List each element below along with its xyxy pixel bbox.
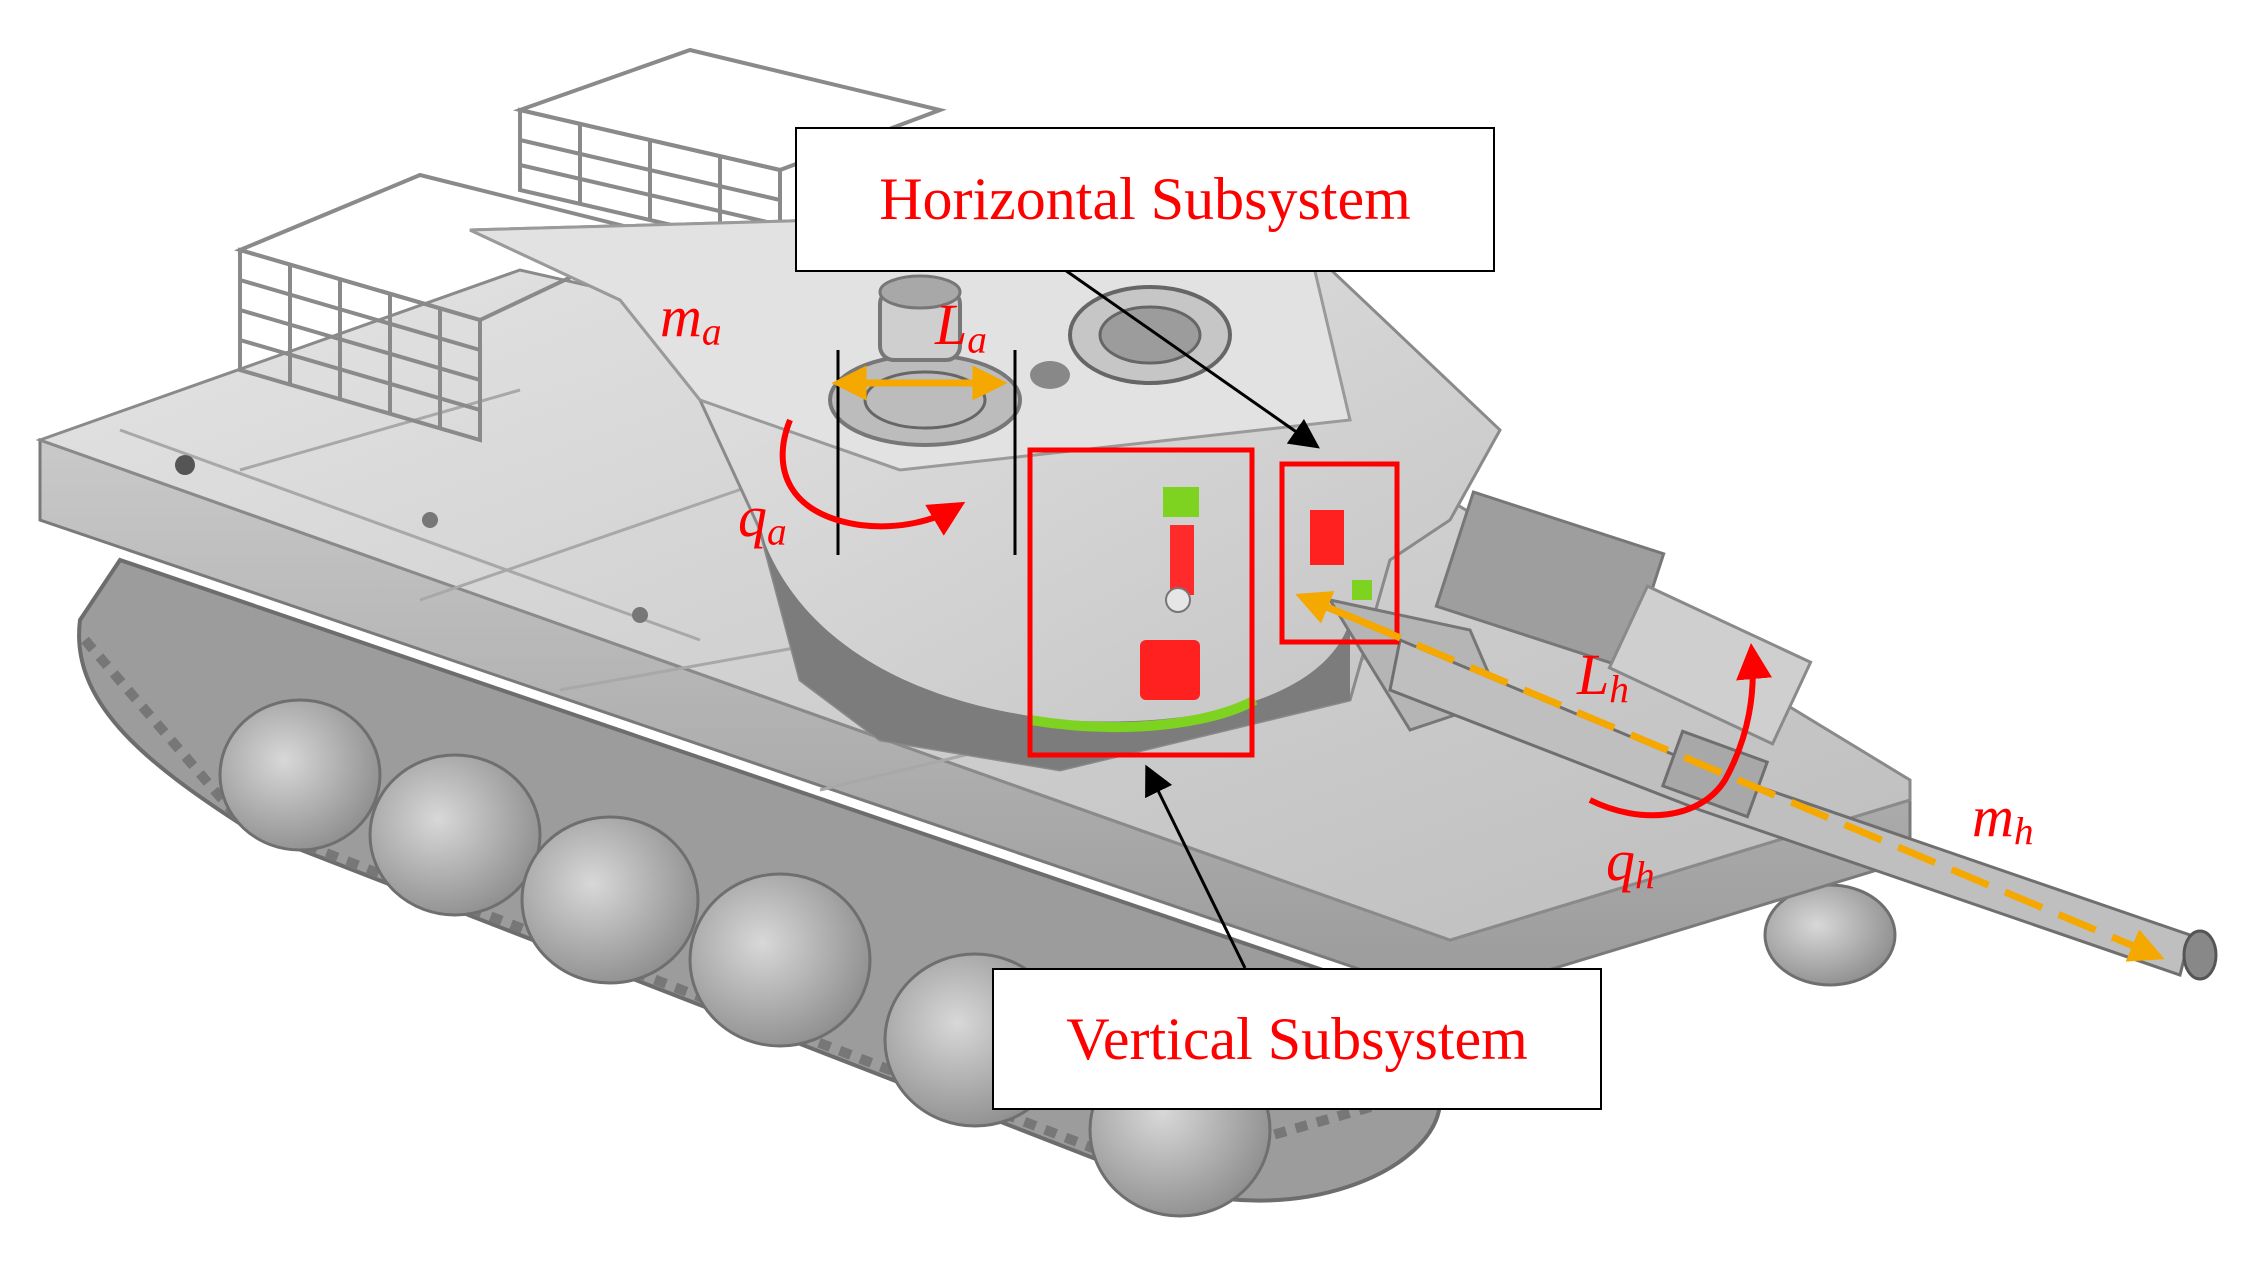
vertical-leader-line [1145,764,1247,969]
front-plate [1607,584,1813,746]
turret-ring-shadow [760,530,1350,770]
rack-upper-top [512,47,947,173]
lh-axis-head [1295,591,1392,637]
road-wheel [218,698,382,852]
horizontal-subsystem-label: Horizontal Subsystem [879,166,1411,232]
vertical-subsystem-box [1027,447,1255,758]
vertical-subsystem-callout: Vertical Subsystem [992,968,1602,1110]
elevation-gear [1165,587,1191,613]
vertical-subsystem-label: Vertical Subsystem [1066,1005,1528,1072]
rack-rear [238,247,482,443]
drive-sprocket [1763,883,1897,987]
cupola-top [878,274,962,310]
commander-hatch [828,353,1022,447]
horizontal-subsystem-callout: Horizontal Subsystem [795,127,1495,272]
horizontal-actuator [1310,510,1344,565]
horizontal-actuator-link [1352,580,1372,600]
traverse-ring-highlight [1029,695,1258,733]
elevation-gearbox [1170,525,1194,595]
qh-rotation-arrow [1588,643,1772,819]
horizontal-subsystem-box [1279,461,1400,645]
elevation-motor-top [1163,487,1199,517]
deck-bolt [175,455,195,475]
symbol-q-h: qh [1606,828,1655,898]
road-wheel [368,753,542,917]
symbol-l-h: Lh [1577,642,1629,712]
muzzle [2182,929,2218,981]
symbol-m-h: mh [1972,784,2034,854]
track-belt-teeth [81,636,1432,1176]
traverse-motor [1140,640,1200,700]
deck-bolt [422,512,438,528]
lh-axis-dashed [1308,596,2165,962]
symbol-m-a: ma [660,284,722,354]
deck-bolt [632,607,648,623]
symbol-q-a: qa [738,484,787,554]
periscope [1030,361,1070,389]
horizontal-leader-line [1064,268,1320,449]
road-wheel [520,815,700,985]
road-wheel [688,872,872,1048]
loader-hatch-inner [1098,305,1202,365]
highlighted-components [1029,487,1372,733]
symbol-l-a: La [935,292,987,362]
qa-rotation-arrow [779,418,966,536]
engine-deck-panels [119,388,1401,792]
